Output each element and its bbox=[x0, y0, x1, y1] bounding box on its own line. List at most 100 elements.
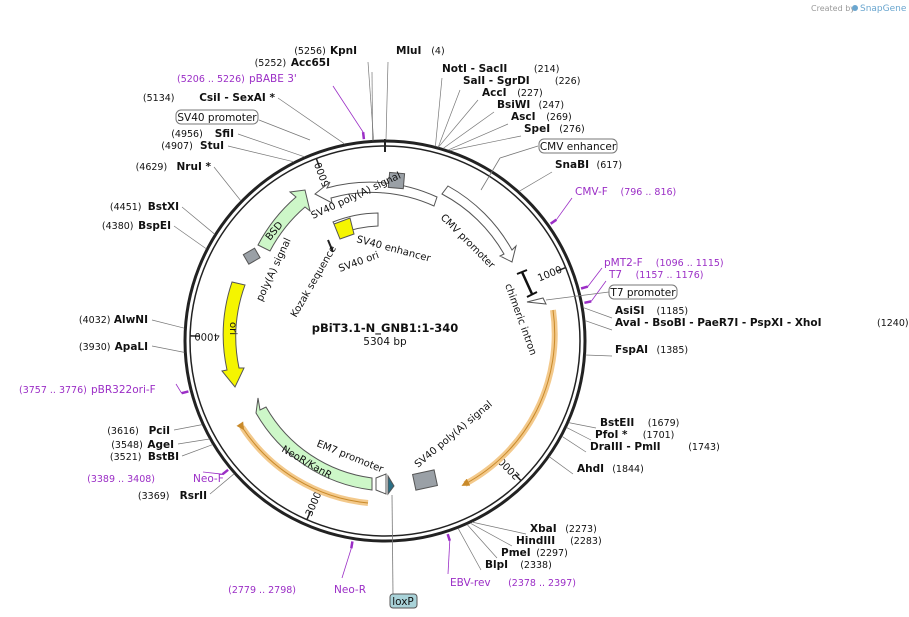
site-position: (617) bbox=[597, 160, 623, 171]
insert-orf-line bbox=[461, 309, 556, 486]
site-name: AccI bbox=[482, 87, 506, 99]
site-name: DraIII - PmlI bbox=[590, 441, 661, 453]
site-name: Acc65I bbox=[291, 57, 330, 69]
site-position: (227) bbox=[517, 88, 543, 99]
site-leader bbox=[209, 473, 235, 495]
feature-sv40-ori: SV40 ori bbox=[337, 250, 380, 275]
site-name: SnaBI bbox=[555, 159, 589, 171]
site-name: AsiSI bbox=[615, 305, 644, 317]
primer-mark bbox=[549, 218, 558, 225]
boxed-cmv-enhancer: CMV enhancer bbox=[480, 138, 618, 191]
t7-promoter-arrow bbox=[526, 297, 547, 305]
site-leader bbox=[181, 444, 213, 457]
site-position: (2273) bbox=[565, 524, 597, 535]
site-leader bbox=[566, 427, 592, 441]
site-leader bbox=[385, 61, 389, 141]
primer-position: (2779 .. 2798) bbox=[228, 585, 296, 596]
primer-mark bbox=[221, 468, 229, 476]
site-position: (214) bbox=[534, 64, 560, 75]
site-name: BlpI bbox=[485, 559, 508, 571]
site-position: (4629) bbox=[136, 162, 168, 173]
site-position: (247) bbox=[539, 100, 565, 111]
primer-position: (3757 .. 3776) bbox=[19, 385, 87, 396]
sv40-ori-block bbox=[333, 217, 355, 240]
primer-position: (1157 .. 1176) bbox=[636, 270, 704, 281]
site-name: SpeI bbox=[524, 123, 550, 135]
plasmid-length: 5304 bp bbox=[363, 336, 407, 348]
site-name: NotI - SacII bbox=[442, 63, 507, 75]
tick-mark bbox=[315, 158, 321, 168]
site-leader bbox=[173, 424, 203, 431]
site-leader bbox=[437, 89, 461, 148]
site-leader bbox=[561, 436, 587, 453]
primer-position: (3389 .. 3408) bbox=[87, 474, 155, 485]
site-name: BstBI bbox=[148, 451, 179, 463]
primer-leader bbox=[590, 280, 607, 302]
site-leader bbox=[371, 71, 373, 141]
svg-text:CMV enhancer: CMV enhancer bbox=[540, 141, 617, 153]
site-position: (5252) bbox=[255, 58, 287, 69]
site-position: (3930) bbox=[79, 342, 111, 353]
site-leader bbox=[442, 111, 495, 149]
site-name: ApaLI bbox=[115, 341, 148, 353]
site-position: (3369) bbox=[138, 491, 170, 502]
site-position: (1385) bbox=[657, 345, 689, 356]
site-name: AhdI bbox=[577, 463, 604, 475]
site-name: AlwNI bbox=[114, 314, 148, 326]
site-leader bbox=[568, 422, 597, 429]
boxed-t7-promoter: T7 promoter bbox=[545, 284, 678, 301]
kozak-tick bbox=[327, 239, 334, 253]
loxp-marker bbox=[387, 474, 395, 496]
primer-position: (1096 .. 1115) bbox=[656, 258, 724, 269]
neo-orf-line bbox=[236, 421, 369, 504]
site-position: (1240) bbox=[877, 318, 909, 329]
site-leader bbox=[151, 345, 185, 353]
site-position: (2297) bbox=[536, 548, 568, 559]
primer-leader bbox=[447, 540, 451, 575]
site-leader bbox=[469, 522, 513, 547]
primer-mark bbox=[361, 131, 366, 140]
primer-mark bbox=[350, 541, 354, 549]
primer-name: pMT2-F bbox=[604, 257, 643, 269]
site-leader bbox=[277, 97, 345, 145]
site-leader bbox=[435, 77, 443, 147]
site-position: (226) bbox=[555, 76, 581, 87]
site-name: SalI - SgrDI bbox=[463, 75, 530, 87]
site-name: SfiI bbox=[215, 128, 234, 140]
boxed-loxp: loxP bbox=[389, 494, 418, 609]
primer-leader bbox=[332, 85, 364, 133]
site-position: (5134) bbox=[143, 93, 175, 104]
primer-position: (5206 .. 5226) bbox=[177, 74, 245, 85]
site-position: (3521) bbox=[110, 452, 142, 463]
site-name: XbaI bbox=[530, 523, 557, 535]
svg-text:loxP: loxP bbox=[392, 596, 414, 608]
site-leader bbox=[177, 438, 210, 445]
primer-position: (796 .. 816) bbox=[621, 187, 677, 198]
site-position: (269) bbox=[546, 112, 572, 123]
polya-marker bbox=[242, 247, 261, 265]
primer-name: pBR322ori-F bbox=[91, 384, 156, 396]
kozak-marker bbox=[387, 171, 406, 190]
site-name: KpnI bbox=[330, 45, 357, 57]
site-name: FspAI bbox=[615, 344, 648, 356]
primer-mark bbox=[584, 300, 592, 305]
site-position: (3616) bbox=[107, 426, 139, 437]
primer-position: (2378 .. 2397) bbox=[508, 578, 576, 589]
tick-label: 1000 bbox=[536, 265, 564, 285]
primer-mark bbox=[580, 285, 589, 290]
site-leader bbox=[227, 145, 294, 163]
site-leader bbox=[472, 521, 527, 535]
snapgene-logo-icon bbox=[852, 5, 858, 11]
credit-prefix: Created by bbox=[811, 4, 855, 13]
primer-leader bbox=[341, 548, 352, 579]
primer-name: pBABE 3' bbox=[249, 73, 297, 85]
site-name: PciI bbox=[149, 425, 170, 437]
ori-arrow bbox=[221, 281, 246, 388]
neor-arrow bbox=[255, 397, 373, 491]
site-position: (276) bbox=[559, 124, 585, 135]
primer-name: Neo-F bbox=[193, 473, 224, 485]
credit-brand: SnapGene bbox=[860, 4, 907, 14]
site-leader bbox=[438, 99, 479, 148]
site-leader bbox=[549, 456, 574, 475]
site-name: PmeI bbox=[501, 547, 531, 559]
